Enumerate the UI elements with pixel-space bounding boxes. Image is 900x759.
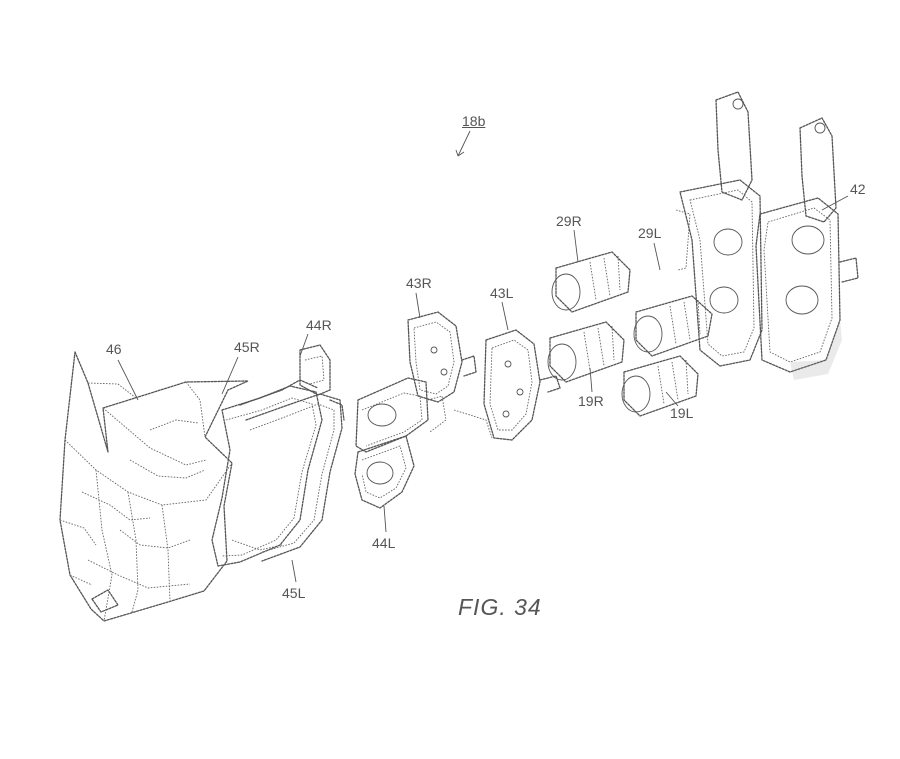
part-44-housings (299, 344, 447, 509)
label-29R: 29R (556, 213, 582, 229)
part-43-brackets (407, 311, 561, 441)
figure-caption: FIG. 34 (458, 594, 542, 620)
label-19L: 19L (670, 405, 694, 421)
part-46-outer-lens (59, 351, 249, 622)
label-45L: 45L (282, 585, 306, 601)
label-43L: 43L (490, 285, 514, 301)
label-19R: 19R (578, 393, 604, 409)
part-bulb-modules (547, 251, 713, 417)
label-18b: 18b (462, 113, 486, 129)
label-45R: 45R (234, 339, 260, 355)
label-44R: 44R (306, 317, 332, 333)
part-45-bezels (211, 379, 343, 567)
leader-lines (117, 130, 849, 583)
label-42: 42 (850, 181, 866, 197)
label-43R: 43R (406, 275, 432, 291)
part-42-rear-housing (675, 91, 859, 380)
label-46: 46 (106, 341, 122, 357)
label-44L: 44L (372, 535, 396, 551)
label-29L: 29L (638, 225, 662, 241)
